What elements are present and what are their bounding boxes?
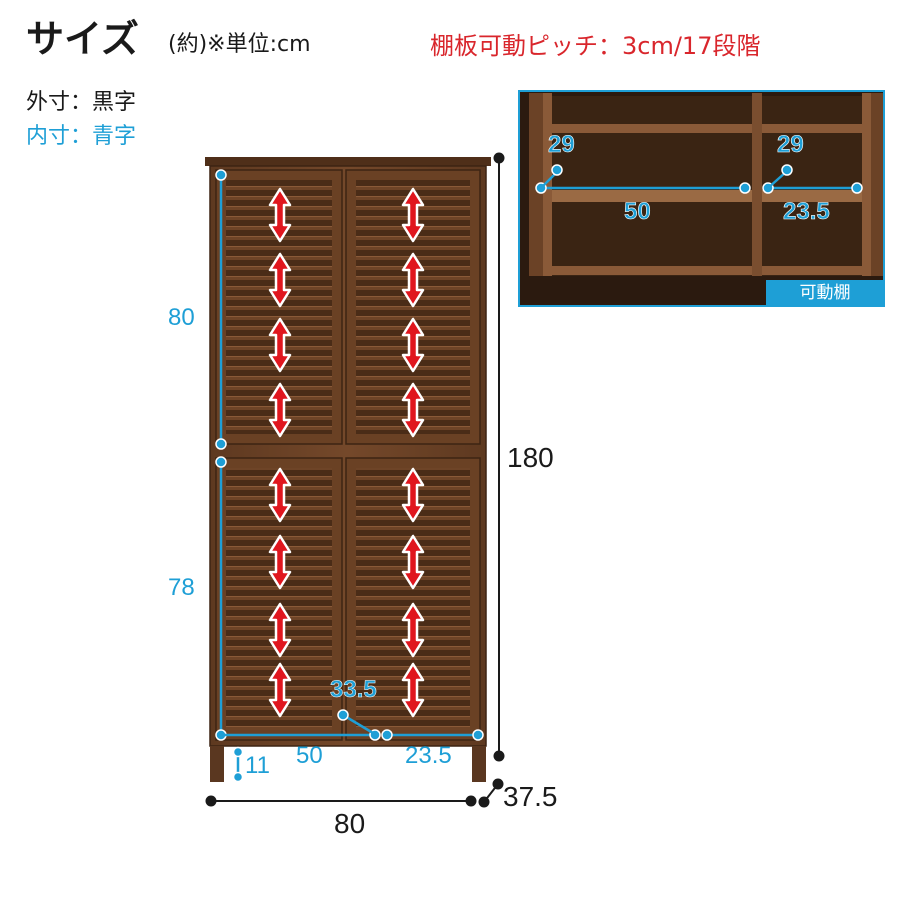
inner-bottom-width-right-label: 23.5	[405, 742, 452, 769]
page-title: サイズ	[26, 17, 139, 61]
legend-outer: 外寸：黒字	[26, 90, 137, 115]
outer-dimension-lines	[205, 152, 505, 808]
inner-lower-height-label: 78	[168, 574, 195, 601]
outer-depth-label: 37.5	[503, 781, 558, 812]
inset-left-width-label: 50	[624, 198, 651, 225]
inner-bottom-depth-label: 33.5	[330, 676, 377, 703]
inner-upper-height-label: 80	[168, 304, 195, 331]
inset-right-width-label: 23.5	[783, 198, 830, 225]
outer-width-label: 80	[334, 808, 366, 839]
inner-dimension-lines	[215, 169, 484, 783]
inset-right-depth-label: 29	[777, 131, 804, 158]
movable-shelf-inset	[518, 90, 885, 307]
inset-caption: 可動棚	[766, 280, 884, 307]
left-leg	[210, 746, 224, 782]
unit-note: (約)※単位:cm	[168, 32, 311, 57]
shelf-pitch-note: 棚板可動ピッチ：3cm/17段階	[430, 32, 761, 60]
outer-height-label: 180	[507, 442, 554, 473]
inset-left-depth-label: 29	[548, 131, 575, 158]
inner-foot-height-label: 11	[245, 752, 270, 779]
right-leg	[472, 746, 486, 782]
legend-inner: 内寸：青字	[26, 124, 137, 149]
inner-bottom-width-left-label: 50	[296, 742, 323, 769]
